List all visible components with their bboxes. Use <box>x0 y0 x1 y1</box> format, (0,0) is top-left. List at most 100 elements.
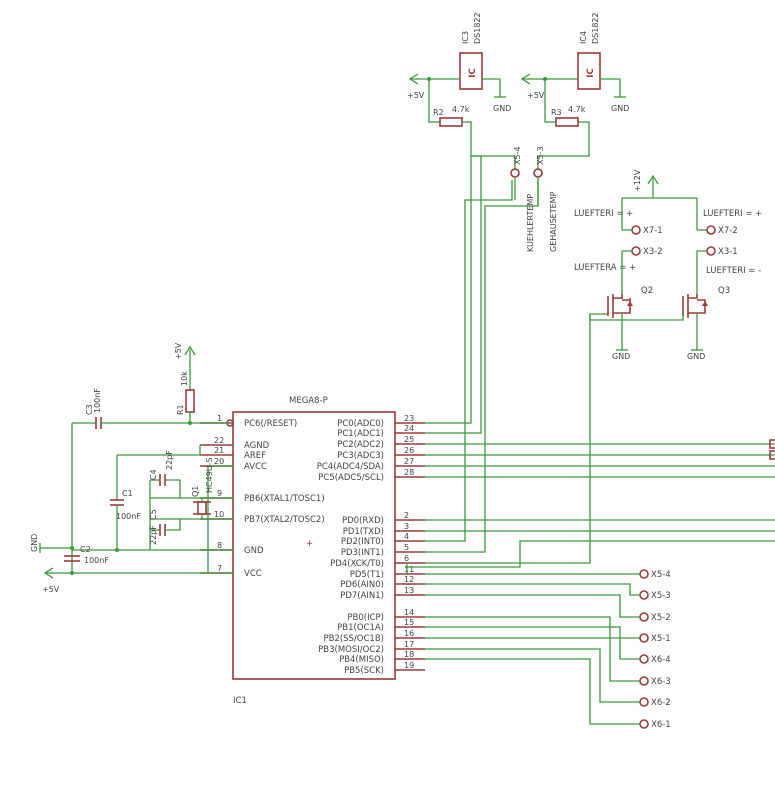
svg-text:GND: GND <box>687 352 705 361</box>
svg-text:4: 4 <box>404 532 409 541</box>
svg-text:PB0(ICP): PB0(ICP) <box>347 613 384 623</box>
ic1-origin-mark: + <box>306 539 313 549</box>
svg-text:PD7(AIN1): PD7(AIN1) <box>340 591 384 601</box>
fan-right[interactable]: LUEFTERI = + X7-2 X3-1 LUEFTERI = - GND … <box>589 209 762 361</box>
svg-text:AGND: AGND <box>244 441 270 451</box>
svg-text:4.7k: 4.7k <box>568 105 586 114</box>
svg-text:PD1(TXD): PD1(TXD) <box>343 527 384 537</box>
svg-text:PC6(/RESET): PC6(/RESET) <box>244 419 297 429</box>
svg-text:X7-1: X7-1 <box>643 226 663 236</box>
ic1-value: MEGA8-P <box>289 396 328 406</box>
svg-text:X7-2: X7-2 <box>718 226 738 236</box>
ic1-right-stubs <box>395 422 425 671</box>
svg-text:Q2: Q2 <box>641 286 653 296</box>
svg-text:PC0(ADC0): PC0(ADC0) <box>337 419 384 429</box>
c5-name: C5 <box>149 509 158 520</box>
svg-text:PD0(RXD): PD0(RXD) <box>342 516 384 526</box>
svg-text:PC5(ADC5/SCL): PC5(ADC5/SCL) <box>318 473 384 483</box>
header-pin-label: X6-1 <box>651 720 671 730</box>
svg-text:PB4(MISO): PB4(MISO) <box>339 655 384 665</box>
q1-value: HC49U-S <box>205 457 214 493</box>
svg-text:18: 18 <box>404 650 414 659</box>
svg-text:X5-4: X5-4 <box>513 146 522 165</box>
ic1-right-labels: PC0(ADC0) PC1(ADC1) PC2(ADC2) PC3(ADC3) … <box>317 419 384 676</box>
svg-text:GEHAUSETEMP: GEHAUSETEMP <box>549 191 558 252</box>
svg-text:PC3(ADC3): PC3(ADC3) <box>337 451 384 461</box>
fan-supply: +12V <box>621 169 698 230</box>
svg-text:GND: GND <box>493 104 511 113</box>
svg-text:PC2(ADC2): PC2(ADC2) <box>337 440 384 450</box>
svg-text:27: 27 <box>404 457 414 466</box>
svg-text:VCC: VCC <box>244 569 262 579</box>
ic1-name: IC1 <box>233 696 247 706</box>
svg-text:+5V: +5V <box>407 91 425 100</box>
svg-text:8: 8 <box>217 541 222 550</box>
c1-value: 100nF <box>116 512 141 521</box>
svg-text:12: 12 <box>404 575 414 584</box>
svg-text:X5-3: X5-3 <box>536 146 545 165</box>
svg-text:PD5(T1): PD5(T1) <box>350 570 384 580</box>
svg-text:PB1(OC1A): PB1(OC1A) <box>337 623 384 633</box>
svg-text:Q3: Q3 <box>718 286 730 296</box>
sensor-ic4[interactable]: IC IC4 DS1822 +5V GND R3 4.7k <box>520 12 629 170</box>
svg-text:23: 23 <box>404 414 414 423</box>
svg-text:LUEFTERA = +: LUEFTERA = + <box>574 263 636 273</box>
header-pins: X5-4 X5-3 X5-2 X5-1 X6-4 X6-3 X6-2 X6-1 <box>639 569 671 730</box>
header-pin-label: X6-2 <box>651 698 671 708</box>
svg-text:2: 2 <box>404 511 409 520</box>
svg-text:X3-2: X3-2 <box>643 247 663 257</box>
svg-text:LUEFTERI = +: LUEFTERI = + <box>703 209 762 219</box>
vcc-label-left: +5V <box>42 585 60 594</box>
svg-text:PC4(ADC4/SDA): PC4(ADC4/SDA) <box>317 462 384 472</box>
svg-text:1: 1 <box>217 414 222 423</box>
svg-text:IC3: IC3 <box>461 31 470 44</box>
svg-text:4.7k: 4.7k <box>452 105 470 114</box>
svg-text:PB6(XTAL1/TOSC1): PB6(XTAL1/TOSC1) <box>244 494 325 504</box>
q1-name: Q1 <box>191 486 200 497</box>
svg-text:15: 15 <box>404 618 414 627</box>
svg-text:13: 13 <box>404 586 414 595</box>
svg-text:AVCC: AVCC <box>244 462 267 472</box>
header-pin-label: X5-1 <box>651 634 671 644</box>
svg-text:PD4(XCK/T0): PD4(XCK/T0) <box>330 559 384 569</box>
svg-text:28: 28 <box>404 468 414 477</box>
q1-body <box>197 501 207 515</box>
svg-text:PD2(INT0): PD2(INT0) <box>341 537 384 547</box>
svg-text:PB7(XTAL2/TOSC2): PB7(XTAL2/TOSC2) <box>244 515 325 525</box>
svg-text:11: 11 <box>404 565 414 574</box>
temp-connectors: X5-4 X5-3 KUEHLERTEMP GEHAUSETEMP <box>510 146 558 252</box>
r1-supply: +5V <box>174 342 183 360</box>
svg-text:AREF: AREF <box>244 451 266 461</box>
svg-text:21: 21 <box>214 446 224 455</box>
svg-text:LUEFTERI = +: LUEFTERI = + <box>574 209 633 219</box>
right-nets <box>405 155 775 725</box>
svg-text:PC1(ADC1): PC1(ADC1) <box>337 429 384 439</box>
ic1-body[interactable] <box>232 411 396 680</box>
c4-value: 22pF <box>165 450 174 470</box>
svg-text:14: 14 <box>404 608 414 617</box>
svg-text:IC4: IC4 <box>579 31 588 44</box>
fan-left[interactable]: LUEFTERI = + X7-1 X3-2 LUEFTERA = + GND … <box>574 209 663 361</box>
c2-value: 100nF <box>84 556 109 565</box>
svg-text:GND: GND <box>612 352 630 361</box>
svg-text:6: 6 <box>404 554 409 563</box>
c1-name: C1 <box>122 489 133 498</box>
svg-text:26: 26 <box>404 446 414 455</box>
svg-text:20: 20 <box>214 457 224 466</box>
svg-text:IC: IC <box>586 68 596 77</box>
svg-text:PB3(MOSI/OC2): PB3(MOSI/OC2) <box>318 645 384 655</box>
sensor-ic3[interactable]: IC IC3 DS1822 +5V GND R2 4.7k <box>407 12 511 156</box>
svg-text:10: 10 <box>214 510 224 519</box>
c2-name: C2 <box>80 545 91 554</box>
c3-value: 100nF <box>93 388 102 413</box>
ic1-left-labels: PC6(/RESET) AGND AREF AVCC PB6(XTAL1/TOS… <box>214 414 325 579</box>
svg-text:16: 16 <box>404 629 414 638</box>
svg-text:3: 3 <box>404 522 409 531</box>
svg-text:+5V: +5V <box>527 91 545 100</box>
header-pin-label: X5-3 <box>651 591 671 601</box>
c3-name: C3 <box>85 404 94 415</box>
left-network: +5V 10k R1 C3 100nF C1 100nF GND <box>30 342 233 594</box>
svg-text:PD3(INT1): PD3(INT1) <box>341 548 384 558</box>
svg-text:7: 7 <box>217 564 222 573</box>
